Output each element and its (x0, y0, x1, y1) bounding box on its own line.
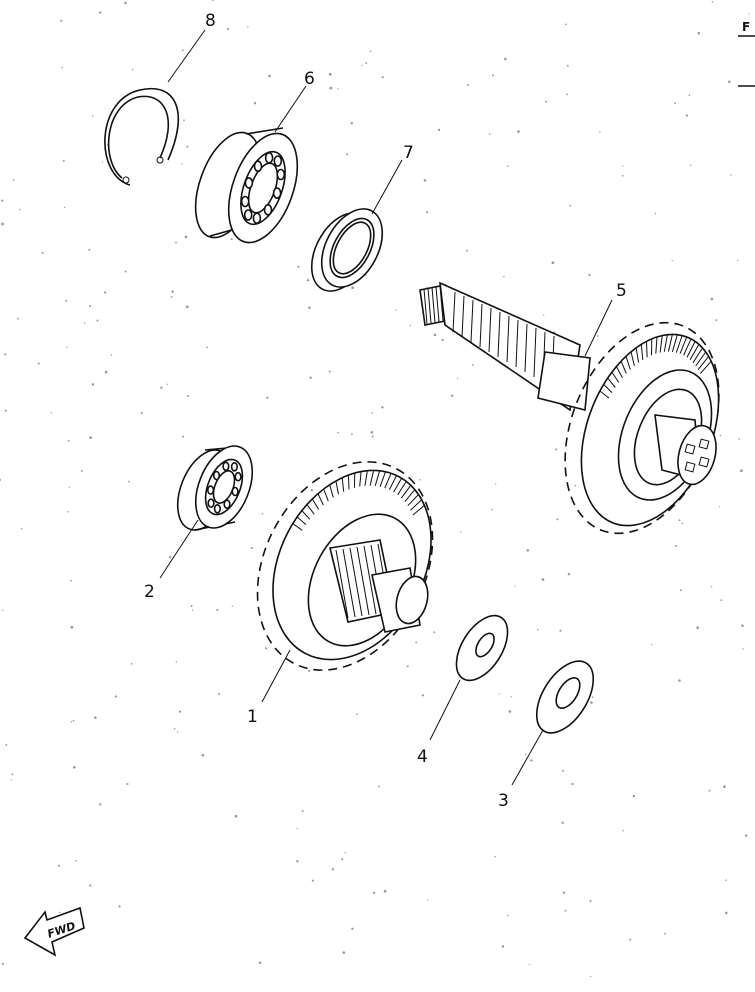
label-part-1: 1 (247, 707, 258, 727)
label-part-6: 6 (304, 69, 315, 89)
part-6-bearing (194, 85, 307, 244)
label-part-4: 4 (417, 747, 428, 767)
part-1-gear (256, 461, 434, 703)
part-5-shaft (419, 281, 720, 535)
part-7-oil-seal (310, 159, 403, 292)
label-part-8: 8 (205, 11, 216, 31)
part-2-bearing (159, 445, 254, 579)
label-part-5: 5 (616, 281, 627, 301)
label-part-7: 7 (403, 143, 414, 163)
part-8-circlip (104, 29, 206, 186)
fwd-arrow-icon: FWD (23, 906, 85, 957)
corner-mark: F (738, 20, 755, 87)
part-3-washer (511, 660, 595, 786)
part-4-washer (429, 614, 509, 741)
label-part-2: 2 (144, 582, 155, 602)
label-part-3: 3 (498, 791, 509, 811)
corner-text: F (742, 20, 750, 34)
